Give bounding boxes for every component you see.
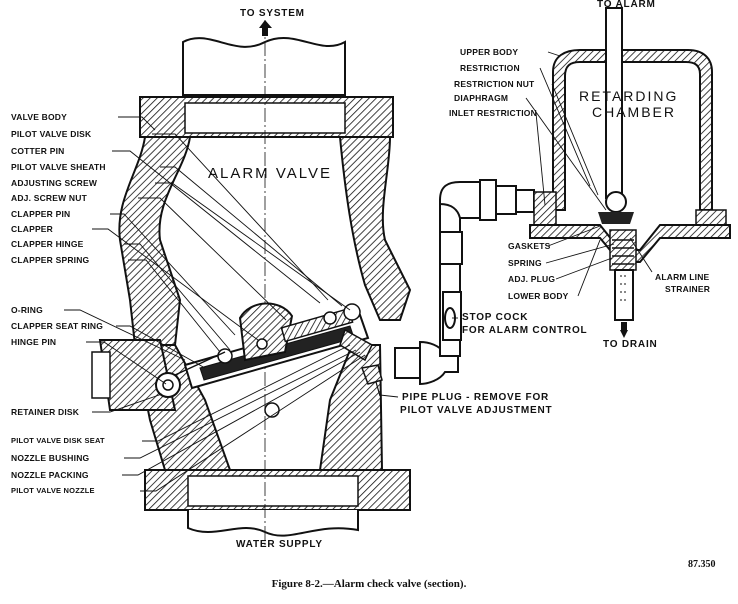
label-pilot-valve-disk: PILOT VALVE DISK bbox=[11, 129, 92, 139]
to-alarm-label: TO ALARM bbox=[597, 0, 656, 10]
upper-pipe bbox=[182, 36, 346, 96]
label-lower-body: LOWER BODY bbox=[508, 291, 569, 301]
alarm-line-piping bbox=[394, 179, 535, 386]
to-system-label: TO SYSTEM bbox=[240, 8, 305, 19]
label-clapper-seat-ring: CLAPPER SEAT RING bbox=[11, 321, 104, 331]
label-restriction: RESTRICTION bbox=[460, 63, 520, 73]
label-inlet-restriction: INLET RESTRICTION bbox=[449, 108, 537, 118]
arrow-to-system bbox=[259, 20, 272, 28]
label-nozzle-packing: NOZZLE PACKING bbox=[11, 470, 89, 480]
label-adj-screw-nut: ADJ. SCREW NUT bbox=[11, 193, 87, 203]
label-retainer-disk: RETAINER DISK bbox=[11, 407, 80, 417]
leader-lines bbox=[64, 51, 653, 492]
label-restriction-nut: RESTRICTION NUT bbox=[454, 79, 535, 89]
label-cotter-pin: COTTER PIN bbox=[11, 146, 65, 156]
label-adj-plug: ADJ. PLUG bbox=[508, 274, 556, 284]
label-clapper-pin: CLAPPER PIN bbox=[11, 209, 71, 219]
label-pilot-valve-nozzle: PILOT VALVE NOZZLE bbox=[11, 486, 95, 495]
figure-caption: Figure 8-2.—Alarm check valve (section). bbox=[271, 578, 467, 590]
lower-pipe bbox=[187, 510, 359, 537]
figure-number: 87.350 bbox=[688, 559, 716, 570]
label-adjusting-screw: ADJUSTING SCREW bbox=[11, 178, 98, 188]
label-gaskets: GASKETS bbox=[508, 241, 551, 251]
label-stop-cock-line1: STOP COCK bbox=[462, 312, 529, 323]
alarm-valve-title: ALARM VALVE bbox=[208, 165, 332, 182]
label-clapper: CLAPPER bbox=[11, 224, 54, 234]
to-drain-label: TO DRAIN bbox=[603, 339, 658, 350]
label-pipe-plug-line2: PILOT VALVE ADJUSTMENT bbox=[400, 405, 553, 416]
label-pipe-plug-line1: PIPE PLUG - REMOVE FOR bbox=[402, 392, 550, 403]
label-pilot-valve-disk-seat: PILOT VALVE DISK SEAT bbox=[11, 436, 105, 445]
label-clapper-hinge: CLAPPER HINGE bbox=[11, 239, 84, 249]
label-nozzle-bushing: NOZZLE BUSHING bbox=[11, 453, 90, 463]
label-stop-cock-line2: FOR ALARM CONTROL bbox=[462, 325, 588, 336]
label-clapper-spring: CLAPPER SPRING bbox=[11, 255, 90, 265]
label-alarm-line-strainer-line2: STRAINER bbox=[665, 284, 711, 294]
water-supply-label: WATER SUPPLY bbox=[236, 539, 323, 550]
label-pilot-valve-sheath: PILOT VALVE SHEATH bbox=[11, 162, 106, 172]
label-upper-body: UPPER BODY bbox=[460, 47, 519, 57]
retarding-chamber bbox=[529, 7, 731, 321]
label-hinge-pin: HINGE PIN bbox=[11, 337, 57, 347]
label-alarm-line-strainer-line1: ALARM LINE bbox=[655, 272, 710, 282]
label-o-ring: O-RING bbox=[11, 305, 43, 315]
clapper-assembly bbox=[174, 302, 373, 418]
retarding-chamber-title-line2: CHAMBER bbox=[592, 104, 677, 120]
label-diaphragm: DIAPHRAGM bbox=[454, 93, 509, 103]
retarding-chamber-title-line1: RETARDING bbox=[579, 88, 679, 104]
label-spring: SPRING bbox=[508, 258, 542, 268]
arrow-to-drain bbox=[620, 330, 628, 338]
chamber-ball bbox=[605, 191, 627, 213]
label-valve-body: VALVE BODY bbox=[11, 112, 67, 122]
pipe-plug bbox=[360, 364, 383, 397]
